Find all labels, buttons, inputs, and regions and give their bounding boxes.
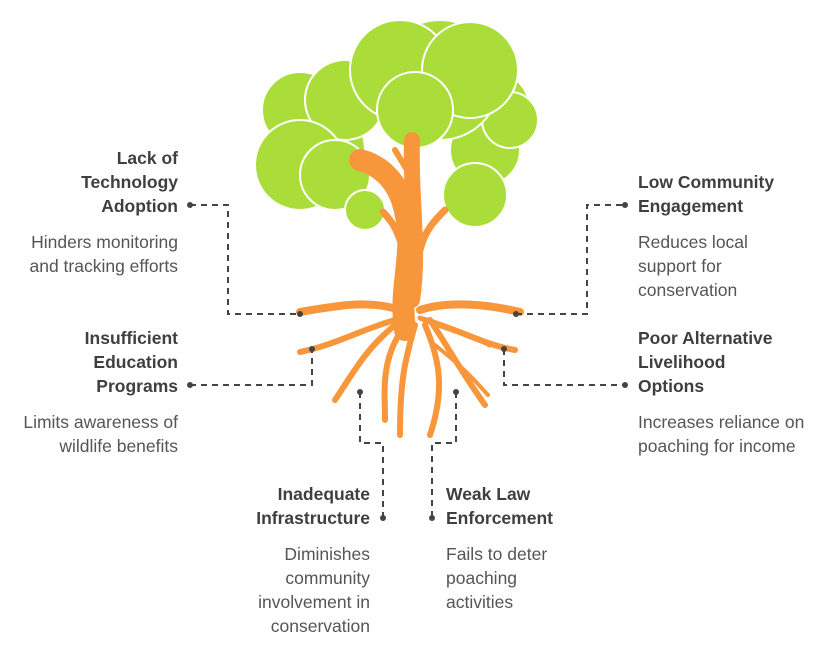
item-desc: Diminishes community involvement in cons… <box>258 544 370 636</box>
item-title: Lack of Technology Adoption <box>81 148 178 216</box>
item-title: Inadequate Infrastructure <box>256 484 370 528</box>
item-desc: Limits awareness of wildlife benefits <box>23 412 178 456</box>
item-desc: Reduces local support for conservation <box>638 232 748 300</box>
item-title: Insufficient Education Programs <box>84 328 178 396</box>
item-technology: Lack of Technology Adoption Hinders moni… <box>0 146 178 278</box>
item-law-enforcement: Weak Law Enforcement Fails to deter poac… <box>446 482 571 614</box>
item-desc: Increases reliance on poaching for incom… <box>638 412 805 456</box>
connector-dots <box>187 202 628 521</box>
item-desc: Hinders monitoring and tracking efforts <box>29 232 178 276</box>
trunk-and-roots <box>296 132 524 438</box>
item-title: Poor Alternative Livelihood Options <box>638 328 773 396</box>
item-desc: Fails to deter poaching activities <box>446 544 548 612</box>
item-livelihood: Poor Alternative Livelihood Options Incr… <box>638 326 813 458</box>
item-education: Insufficient Education Programs Limits a… <box>0 326 178 458</box>
foliage <box>254 19 539 231</box>
item-title: Weak Law Enforcement <box>446 484 553 528</box>
item-title: Low Community Engagement <box>638 172 775 216</box>
connectors <box>190 204 625 518</box>
item-community: Low Community Engagement Reduces local s… <box>638 170 798 302</box>
item-infrastructure: Inadequate Infrastructure Diminishes com… <box>210 482 370 638</box>
